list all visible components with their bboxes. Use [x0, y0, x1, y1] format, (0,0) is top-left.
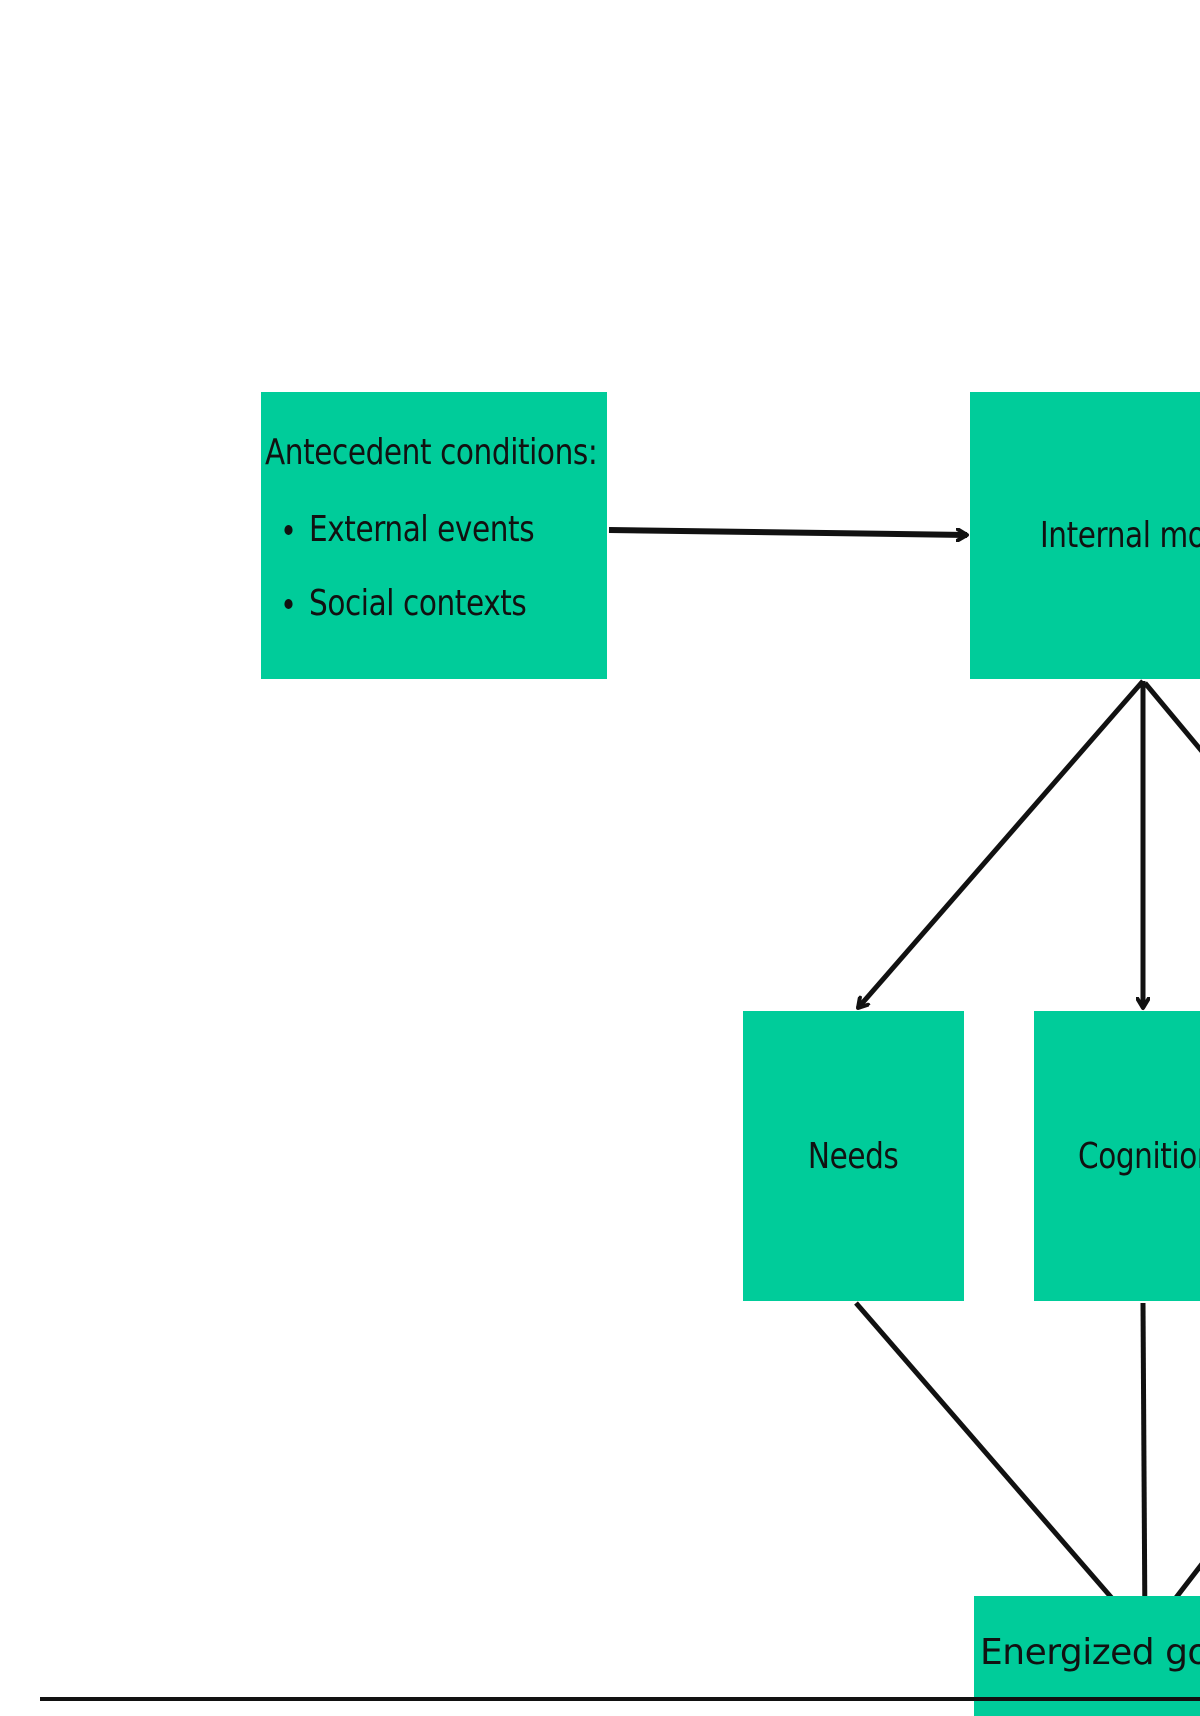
energized-goal-box: Energized goal	[974, 1596, 1200, 1716]
antecedent-bullet-social-contexts: Social contexts	[284, 567, 553, 641]
internal-motives-label: Internal mot	[1040, 515, 1200, 556]
antecedent-title: Antecedent conditions:	[265, 432, 598, 473]
energized-goal-label: Energized goal	[980, 1632, 1200, 1673]
arrow-antecedent-to-internal	[608, 527, 967, 535]
antecedent-bullet-external-events: External events	[284, 493, 553, 567]
arrow-cognitions-to-energized	[1143, 1302, 1145, 1634]
antecedent-bullet-list: External events Social contexts	[265, 493, 607, 641]
cognitions-label: Cognition	[1078, 1135, 1200, 1177]
cognitions-box: Cognition	[1034, 1011, 1200, 1301]
internal-motives-box: Internal mot	[970, 392, 1200, 679]
arrow-needs-to-energized	[854, 1301, 1143, 1634]
arrow-internal-to-needs	[858, 679, 1145, 1008]
arrow-internal-to-right	[1143, 681, 1200, 753]
needs-box: Needs	[743, 1011, 964, 1301]
needs-label: Needs	[808, 1135, 899, 1177]
antecedent-conditions-box: Antecedent conditions: External events S…	[261, 392, 607, 679]
bottom-divider	[40, 1697, 1200, 1701]
